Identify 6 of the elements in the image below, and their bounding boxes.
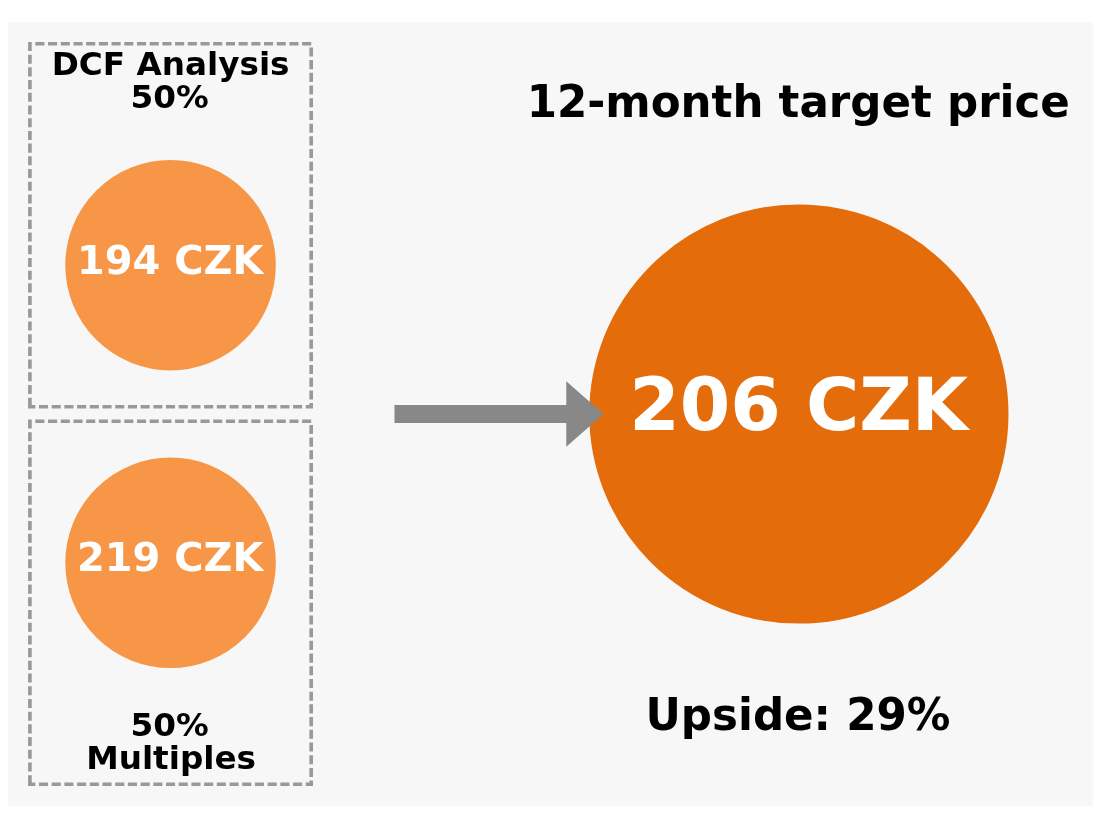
node-circle: 219 CZK	[65, 457, 276, 669]
node-circle: 194 CZK	[65, 159, 276, 371]
arrow	[394, 381, 604, 447]
node-label: 12-month target price	[526, 76, 1070, 127]
node-circle: 206 CZK	[589, 204, 1009, 624]
node-label: Upside: 29%	[645, 690, 951, 741]
